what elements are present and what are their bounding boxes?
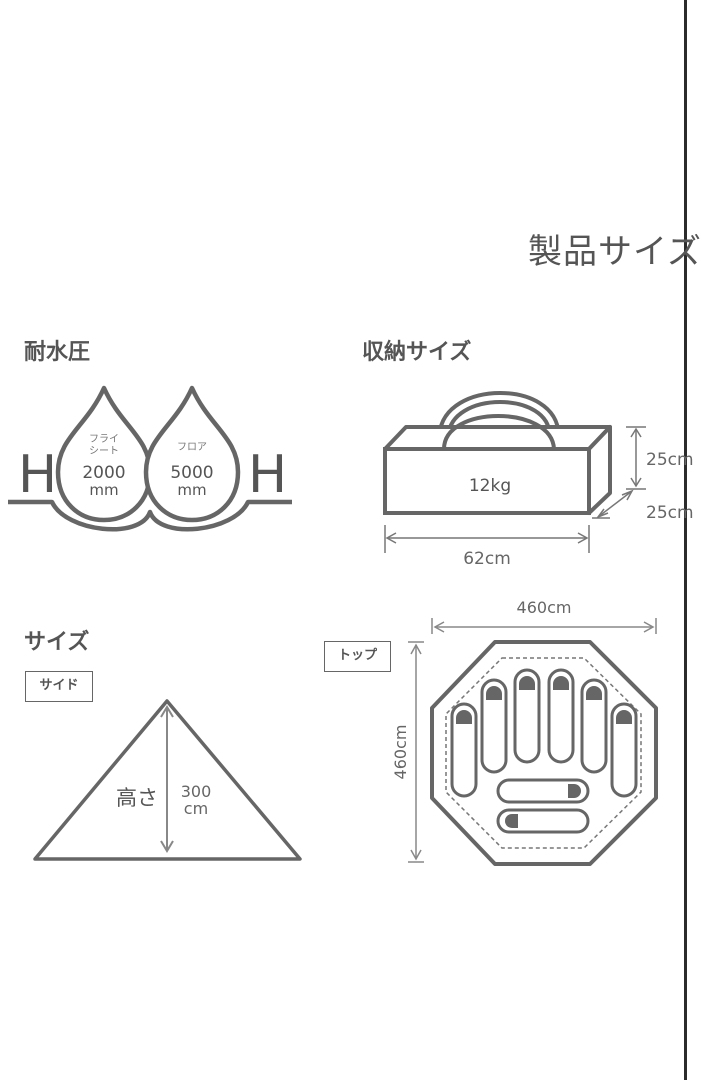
side-view-diagram: 高さ 300 cm: [33, 699, 302, 861]
fly-sheet-label: フライシート: [89, 433, 119, 457]
sleeping-bag: [513, 668, 541, 764]
sleeping-bag: [547, 668, 575, 764]
product-size-page: 製品サイズ 耐水圧 H H フライシート 2000 mm フロア 5000 mm…: [8, 0, 701, 1080]
floor-value: 5000: [170, 463, 213, 483]
fly-sheet-label-line: フライ: [89, 433, 119, 445]
tent-height-unit: cm: [184, 799, 208, 818]
floor-droplet: [143, 385, 241, 523]
sleeping-bag: [496, 778, 590, 804]
bag-width-label: 62cm: [463, 549, 511, 569]
pressure-letter-left: H: [18, 445, 57, 505]
top-view-tag: トップ: [324, 641, 391, 672]
size-title: サイズ: [24, 630, 90, 655]
floor-label: フロア: [177, 442, 207, 453]
top-view-diagram: 460cm 460cm: [391, 598, 658, 866]
fly-sheet-droplet: [55, 385, 153, 523]
side-view-tag: サイド: [25, 671, 93, 702]
fly-sheet-unit: mm: [89, 481, 118, 499]
top-width-label: 460cm: [517, 598, 572, 617]
bag-front-face: [383, 447, 591, 515]
tent-height-value: 300: [181, 782, 212, 801]
tent-height-label: 高さ: [116, 786, 158, 810]
bag-weight-label: 12kg: [469, 476, 511, 496]
fly-sheet-label-line: シート: [89, 446, 119, 457]
sleeping-bag: [450, 702, 478, 798]
water-pressure-diagram: H H フライシート 2000 mm フロア 5000 mm: [8, 385, 292, 532]
sleeping-bag: [610, 702, 638, 798]
storage-size-title: 収納サイズ: [362, 340, 472, 365]
bag-height-label: 25cm: [646, 450, 694, 470]
right-edge-divider: [684, 0, 687, 1080]
fly-sheet-value: 2000: [82, 463, 125, 483]
bag-top-face: [383, 425, 612, 451]
bag-depth-label: 25cm: [646, 503, 694, 523]
depth-dimension-line: [597, 490, 633, 518]
inner-tent-outline: [445, 657, 642, 849]
sleeping-bag: [496, 808, 590, 834]
sleeping-bag: [580, 678, 608, 774]
floor-unit: mm: [177, 481, 206, 499]
pressure-letter-right: H: [248, 445, 287, 505]
storage-bag-diagram: 12kg 25cm 25cm 62cm: [383, 391, 694, 569]
ground-line: [8, 499, 292, 532]
sleeping-bags: [450, 668, 638, 834]
top-depth-label: 460cm: [391, 725, 410, 780]
sleeping-bag: [480, 678, 508, 774]
page-title: 製品サイズ: [528, 232, 702, 272]
water-pressure-title: 耐水圧: [24, 340, 91, 365]
